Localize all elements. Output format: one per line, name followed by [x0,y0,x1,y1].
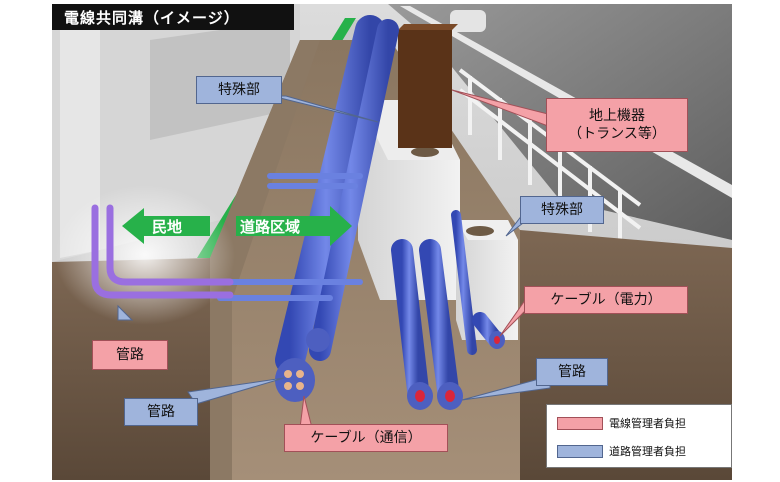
ground-equipment-label: 地上機器 （トランス等） [546,98,688,152]
conduit-left-label: 管路 [92,340,168,370]
building-column [60,24,100,258]
legend-swatch-road [557,444,603,458]
legend-swatch-electric [557,416,603,430]
legend-item-road: 道路管理者負担 [557,443,686,459]
legend-label-road: 道路管理者負担 [609,445,686,458]
private-land-glow [55,185,235,325]
ground-equipment-top [398,24,458,30]
ground-equipment-label-line2: （トランス等） [568,126,666,142]
distant-car [450,10,486,32]
private-land-arrow-label: 民地 [152,218,183,236]
road-area-arrow-label: 道路区域 [240,218,301,236]
manhole [411,147,439,157]
conduit-lower-label: 管路 [124,398,198,426]
callout-pointers [117,95,551,405]
road-area-arrow [236,206,352,246]
manhole [466,226,494,236]
private-land-arrow [122,208,210,244]
ground-equipment-label-line1: 地上機器 [589,107,645,124]
private-land-conduits [91,204,234,299]
power-conduits [391,210,505,410]
legend-item-electric: 電線管理者負担 [557,415,686,431]
legend: 電線管理者負担 道路管理者負担 [546,404,732,468]
cable-comm-label: ケーブル（通信） [284,424,448,452]
ground-equipment [398,30,452,148]
cable-power-label: ケーブル（電力） [524,286,688,314]
branch-pipes [217,173,363,301]
special-part-top-label: 特殊部 [196,76,282,104]
legend-label-electric: 電線管理者負担 [609,417,686,430]
diagram-title: 電線共同溝（イメージ） [52,4,294,30]
conduit-right-label: 管路 [536,358,608,386]
special-part-right-label: 特殊部 [520,196,604,224]
